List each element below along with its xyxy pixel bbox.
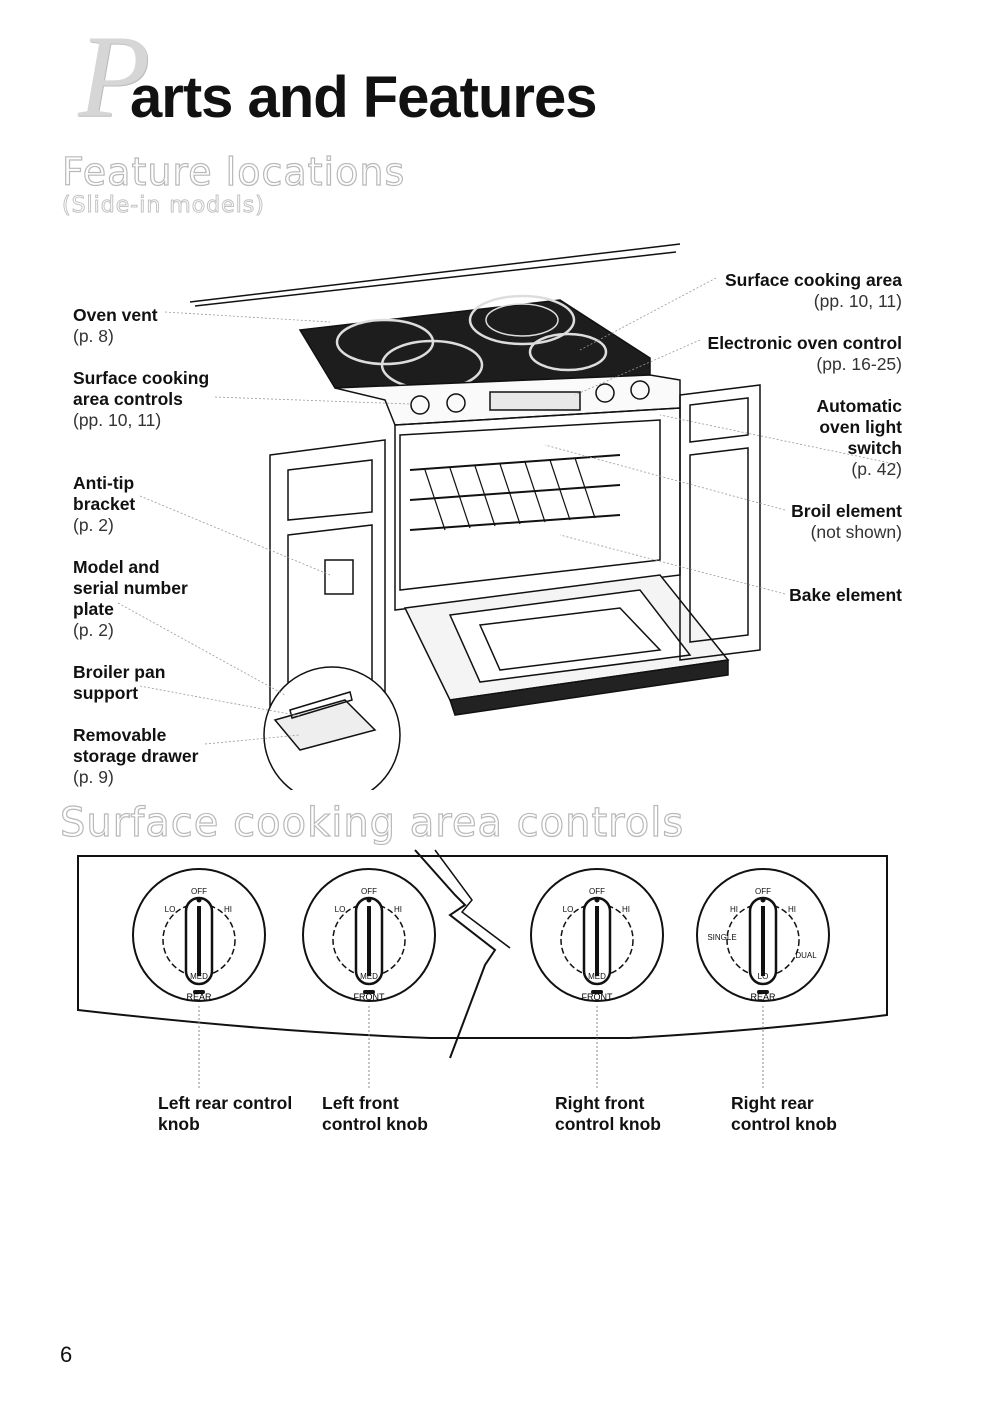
right-rear-knob[interactable]	[696, 868, 830, 1002]
label-oven-vent: Oven vent (p. 8)	[73, 305, 158, 346]
title-text: arts and Features	[130, 65, 598, 130]
range-illustration	[117, 243, 901, 790]
knob-mark-lo: LO	[335, 905, 346, 914]
label-bake-element: Bake element	[789, 585, 902, 605]
label-broil-element: Broil element (not shown)	[791, 501, 902, 542]
knob-mark-single: SINGLE	[707, 933, 736, 942]
label-electronic-oven-control: Electronic oven control (pp. 16-25)	[707, 333, 902, 374]
knob-mark-med: MED	[190, 972, 208, 981]
knob-mark-off: OFF	[589, 887, 605, 896]
label-oven-light-switch: Automatic oven light switch (p. 42)	[816, 396, 902, 479]
knob-position-left-front: FRONT	[354, 992, 385, 1002]
right-front-knob[interactable]	[530, 868, 664, 1002]
knob-position-right-front: FRONT	[582, 992, 613, 1002]
knob-mark-lo: LO	[165, 905, 176, 914]
page-title: P arts and Features	[78, 18, 778, 138]
title-initial: P	[78, 11, 151, 142]
label-broiler-pan-support: Broiler pan support	[73, 662, 166, 703]
knob-mark-med: MED	[588, 972, 606, 981]
caption-left-front-knob: Left front control knob	[322, 1093, 428, 1134]
knob-mark-off: OFF	[191, 887, 207, 896]
label-anti-tip-bracket: Anti-tip bracket (p. 2)	[73, 473, 136, 535]
label-storage-drawer: Removable storage drawer (p. 9)	[73, 725, 199, 787]
knob-mark-hi: HI	[224, 905, 232, 914]
knob-mark-lo: LO	[563, 905, 574, 914]
label-surface-cooking-controls: Surface cooking area controls (pp. 10, 1…	[73, 368, 210, 430]
left-front-knob[interactable]	[302, 868, 436, 1002]
section-subheading-slide-in: (Slide-in models)	[62, 193, 265, 219]
knob-mark-med: MED	[360, 972, 378, 981]
caption-right-rear-knob: Right rear control knob	[731, 1093, 837, 1134]
knob-mark-hi: HI	[788, 905, 796, 914]
section-heading-controls: Surface cooking area controls	[59, 799, 685, 846]
caption-left-rear-knob: Left rear control knob	[158, 1093, 293, 1134]
knob-mark-hi: HI	[730, 905, 738, 914]
knob-position-left-rear: REAR	[186, 992, 212, 1002]
knob-mark-lo: LO	[758, 972, 769, 981]
caption-right-front-knob: Right front control knob	[555, 1093, 661, 1134]
knob-mark-off: OFF	[361, 887, 377, 896]
label-surface-cooking-area: Surface cooking area (pp. 10, 11)	[724, 270, 902, 311]
knob-mark-hi: HI	[622, 905, 630, 914]
left-rear-knob[interactable]	[132, 868, 266, 1002]
page-number: 6	[60, 1342, 73, 1367]
knob-mark-off: OFF	[755, 887, 771, 896]
label-model-serial-plate: Model and serial number plate (p. 2)	[73, 557, 188, 640]
knob-mark-dual: DUAL	[795, 951, 817, 960]
knob-position-right-rear: REAR	[750, 992, 776, 1002]
section-heading-feature-locations: Feature locations	[61, 149, 406, 194]
knob-mark-hi: HI	[394, 905, 402, 914]
knob-panel: REAR FRONT FRONT REAR OFF OFF OFF OFF ME…	[77, 849, 888, 1090]
